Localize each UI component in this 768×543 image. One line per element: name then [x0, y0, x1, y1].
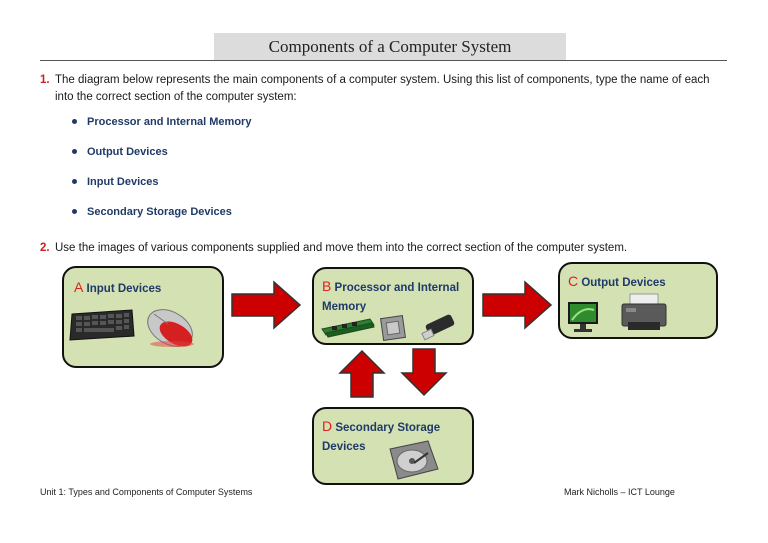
- list-item-label: Processor and Internal Memory: [87, 116, 252, 128]
- title-rule: [40, 60, 727, 61]
- box-a-letter: A: [74, 279, 84, 295]
- list-item-storage: Secondary Storage Devices: [72, 206, 232, 218]
- question-2-text: Use the images of various components sup…: [55, 242, 628, 254]
- box-b-text-line1: Processor and Internal: [334, 282, 460, 294]
- question-1-line2: into the correct section of the computer…: [55, 91, 297, 103]
- bullet-dot: [72, 208, 77, 214]
- box-d-secondary-storage[interactable]: D Secondary Storage Devices: [312, 407, 474, 485]
- list-item-label: Secondary Storage Devices: [87, 206, 232, 218]
- title-bar: Components of a Computer System: [214, 33, 566, 60]
- box-d-letter: D: [322, 418, 333, 434]
- box-b-label: B Processor and Internal Memory: [322, 277, 459, 317]
- box-a-input-devices[interactable]: A Input Devices: [62, 266, 224, 368]
- list-item-processor: Processor and Internal Memory: [72, 116, 251, 128]
- box-d-label: D Secondary Storage Devices: [322, 417, 440, 457]
- ram-image[interactable]: [320, 317, 376, 339]
- box-a-text: Input Devices: [86, 283, 162, 295]
- usb-drive-image[interactable]: [418, 313, 462, 341]
- bullet-dot: [72, 118, 77, 124]
- list-item-label: Input Devices: [87, 176, 159, 188]
- list-item-output: Output Devices: [72, 146, 168, 158]
- arrow-d-to-b-icon: [338, 349, 386, 398]
- arrow-a-to-b-icon: [231, 280, 302, 330]
- arrow-b-to-c-icon: [482, 280, 553, 330]
- box-b-processor-memory[interactable]: B Processor and Internal Memory: [312, 267, 474, 345]
- page-title: Components of a Computer System: [268, 36, 512, 56]
- bullet-dot: [72, 148, 77, 154]
- mouse-image[interactable]: [138, 300, 200, 352]
- box-b-letter: B: [322, 278, 332, 294]
- arrow-b-to-d-icon: [400, 348, 448, 397]
- box-d-text-line2: Devices: [322, 441, 366, 453]
- box-a-label: A Input Devices: [74, 278, 161, 299]
- footer-right: Mark Nicholls – ICT Lounge: [564, 487, 675, 497]
- question-1: 1. The diagram below represents the main …: [40, 72, 730, 106]
- list-item-label: Output Devices: [87, 146, 168, 158]
- bullet-dot: [72, 178, 77, 184]
- question-2-number: 2.: [40, 242, 50, 254]
- cpu-image[interactable]: [378, 313, 408, 343]
- monitor-image[interactable]: [566, 300, 600, 334]
- footer-left: Unit 1: Types and Components of Computer…: [40, 487, 253, 497]
- hard-drive-image[interactable]: [384, 439, 440, 483]
- box-c-text: Output Devices: [581, 277, 666, 289]
- box-c-letter: C: [568, 273, 579, 289]
- printer-image[interactable]: [620, 292, 670, 334]
- question-2: 2. Use the images of various components s…: [40, 240, 730, 257]
- list-item-input: Input Devices: [72, 176, 159, 188]
- box-d-text-line1: Secondary Storage: [335, 422, 441, 434]
- box-b-text-line2: Memory: [322, 301, 367, 313]
- keyboard-image[interactable]: [68, 308, 136, 342]
- question-1-number: 1.: [40, 74, 50, 86]
- box-c-label: C Output Devices: [568, 272, 666, 293]
- question-1-line1: The diagram below represents the main co…: [55, 74, 710, 86]
- box-c-output-devices[interactable]: C Output Devices: [558, 262, 718, 339]
